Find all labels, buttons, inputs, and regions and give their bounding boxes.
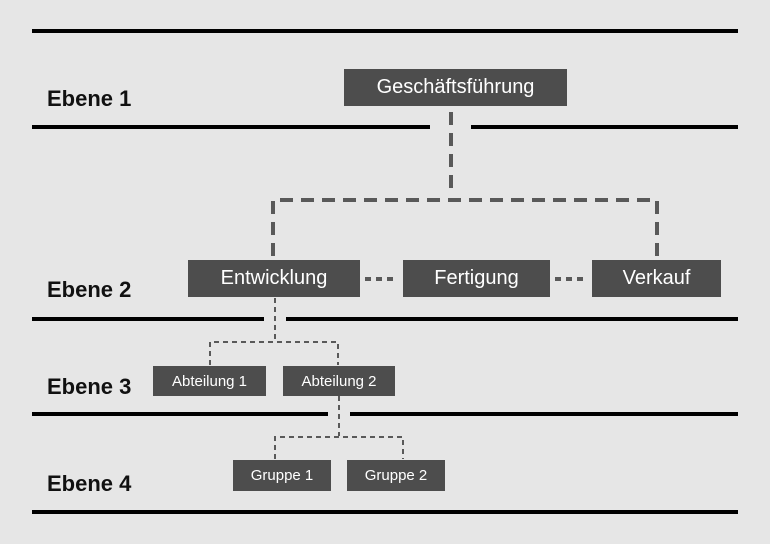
connectors-level-2-3 — [209, 298, 339, 365]
node-gruppe-2: Gruppe 2 — [347, 460, 445, 491]
separator-lines — [32, 29, 738, 514]
connector-branch-level-3 — [209, 341, 339, 365]
node-abteilung-2: Abteilung 2 — [283, 366, 395, 396]
connectors-level-1-2 — [271, 112, 659, 256]
level-label-1: Ebene 1 — [47, 86, 132, 111]
level-label-2: Ebene 2 — [47, 277, 132, 302]
node-geschaeftsfuehrung: Geschäftsführung — [344, 69, 567, 106]
level-label-4: Ebene 4 — [47, 471, 132, 496]
node-abteilung-1: Abteilung 1 — [153, 366, 266, 396]
node-gruppe-1: Gruppe 1 — [233, 460, 331, 491]
node-verkauf: Verkauf — [592, 260, 721, 297]
connector-branch-level-2 — [271, 198, 659, 256]
level-label-3: Ebene 3 — [47, 374, 132, 399]
connector-branch-level-4 — [274, 436, 404, 459]
connectors-level-3-4 — [274, 396, 404, 459]
node-fertigung: Fertigung — [403, 260, 550, 297]
node-entwicklung: Entwicklung — [188, 260, 360, 297]
